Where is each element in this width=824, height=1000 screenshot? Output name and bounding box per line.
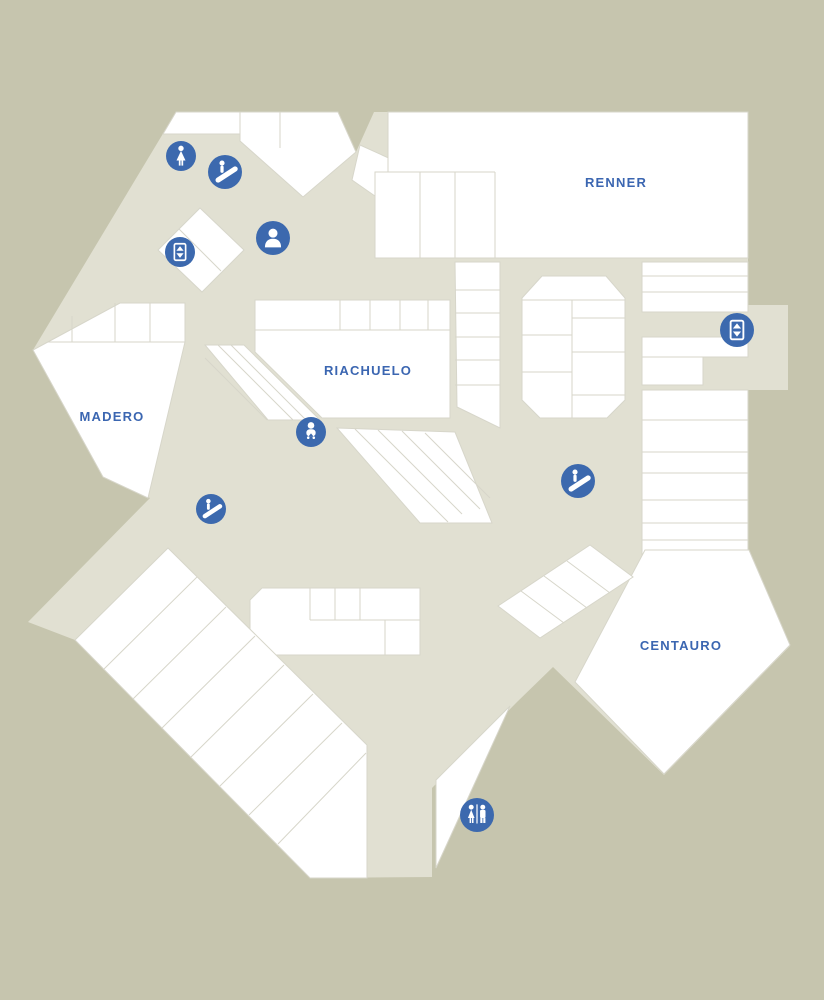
concierge-icon[interactable]: [256, 221, 290, 255]
shop-block: [454, 261, 501, 429]
shop-block: [335, 427, 493, 524]
shop-block: [521, 275, 626, 419]
shop-blocks: [32, 111, 791, 879]
shop-block: [641, 261, 749, 313]
escalator-icon[interactable]: [196, 494, 226, 524]
elevator-icon[interactable]: [165, 237, 195, 267]
escalator-icon[interactable]: [208, 155, 242, 189]
baby-care-icon[interactable]: [296, 417, 326, 447]
shop-block: [74, 547, 368, 879]
shop-block: [162, 111, 241, 135]
shop-block: [435, 705, 511, 869]
store-label-renner: RENNER: [585, 175, 647, 190]
escalator-icon[interactable]: [561, 464, 595, 498]
store-centauro[interactable]: [574, 549, 791, 775]
store-label-riachuelo: RIACHUELO: [324, 363, 412, 378]
shop-block: [249, 587, 421, 656]
elevator-icon[interactable]: [720, 313, 754, 347]
store-label-centauro: CENTAURO: [640, 638, 722, 653]
shop-block: [239, 111, 357, 198]
family-restroom-icon[interactable]: [460, 798, 494, 832]
store-renner[interactable]: [374, 111, 749, 259]
womens-restroom-icon[interactable]: [166, 141, 196, 171]
amenity-icons: [165, 141, 754, 832]
store-labels: RENNER RIACHUELO MADERO CENTAURO: [80, 175, 722, 653]
store-label-madero: MADERO: [80, 409, 145, 424]
